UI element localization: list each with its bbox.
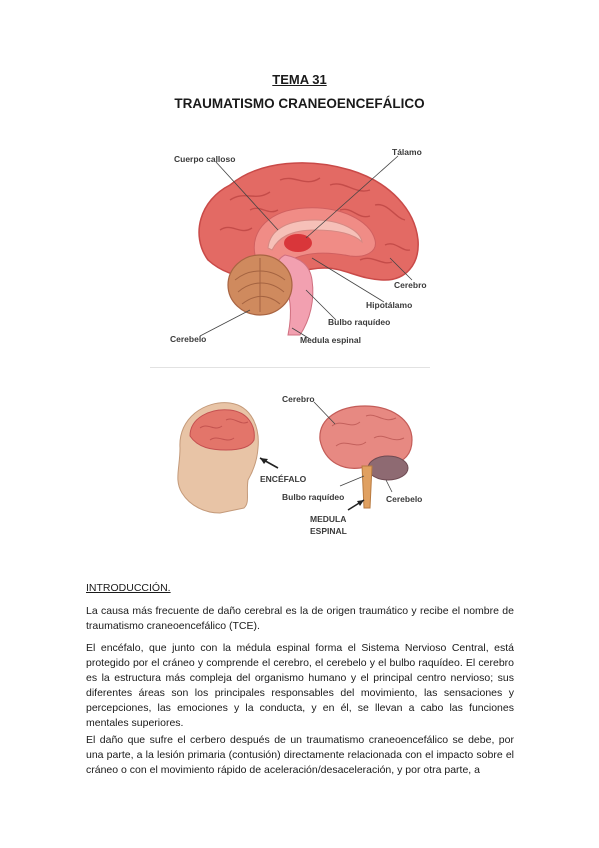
corpus-callosum-shape xyxy=(267,219,363,251)
thalamus-shape xyxy=(284,234,312,252)
cerebellum-lateral-shape xyxy=(367,455,409,481)
label-medulla-oblongata: Bulbo raquídeo xyxy=(328,317,390,327)
brain-sagittal-figure: Cuerpo calloso Tálamo Cerebro Hipotálamo… xyxy=(170,147,427,345)
paragraph: El encéfalo, que junto con la médula esp… xyxy=(86,642,514,729)
gyri-texture xyxy=(219,177,411,264)
label-encephalon: ENCÉFALO xyxy=(260,474,307,484)
label-spinal-line1: MEDULA xyxy=(310,514,346,524)
label-cerebrum-2: Cerebro xyxy=(282,394,315,404)
page-title: TRAUMATISMO CRANEOENCEFÁLICO xyxy=(174,96,425,111)
head-brain-shape xyxy=(189,409,255,451)
spinal-cord-shape xyxy=(361,465,373,509)
label-spinal-cord: Medula espinal xyxy=(300,335,361,345)
label-cerebellum-2: Cerebelo xyxy=(386,494,422,504)
label-cerebrum: Cerebro xyxy=(394,280,427,290)
figure-separator xyxy=(150,367,430,368)
label-corpus-callosum: Cuerpo calloso xyxy=(174,154,235,164)
paragraph: La causa más frecuente de daño cerebral … xyxy=(86,605,514,632)
cerebellum-folia xyxy=(234,258,286,312)
label-medulla-oblongata-2: Bulbo raquídeo xyxy=(282,492,344,502)
label-thalamus: Tálamo xyxy=(392,147,422,157)
encephalon-figure: Cerebro ENCÉFALO Bulbo raquídeo Cerebelo… xyxy=(177,394,422,536)
section-heading: INTRODUCCIÓN. xyxy=(86,582,171,594)
label-hypothalamus: Hipotálamo xyxy=(366,300,412,310)
label-cerebellum: Cerebelo xyxy=(170,334,206,344)
topic-heading: TEMA 31 xyxy=(272,72,327,87)
brain-lateral-shape xyxy=(319,405,413,469)
label-spinal-line2: ESPINAL xyxy=(310,526,347,536)
paragraph: El daño que sufre el cerbero después de … xyxy=(86,734,514,776)
